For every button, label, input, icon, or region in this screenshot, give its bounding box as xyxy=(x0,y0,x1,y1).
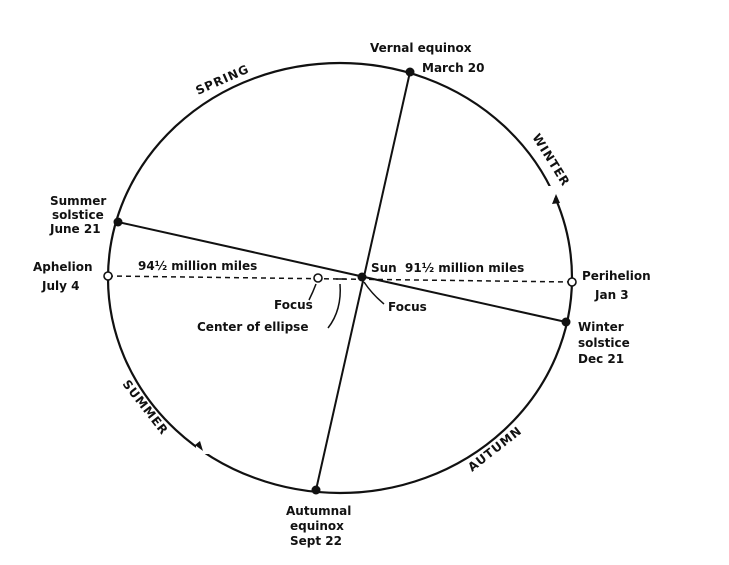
summer-solstice-point xyxy=(113,217,123,227)
center-label: Center of ellipse xyxy=(197,320,308,334)
season-summer: SUMMER xyxy=(120,377,171,437)
autumnal-label-3: Sept 22 xyxy=(290,534,342,548)
sun-point xyxy=(357,272,367,282)
perihelion-distance: 91½ million miles xyxy=(405,261,524,275)
vernal-label-2: March 20 xyxy=(422,61,485,75)
solstice-line xyxy=(117,221,567,323)
season-winter: WINTER xyxy=(529,131,572,189)
empty-focus-point xyxy=(313,273,323,283)
autumnal-label-2: equinox xyxy=(290,519,344,533)
perihelion-label-1: Perihelion xyxy=(582,269,651,283)
orbit-ellipse xyxy=(106,61,574,495)
vernal-label-1: Vernal equinox xyxy=(370,41,472,55)
season-autumn: AUTUMN xyxy=(465,424,525,475)
orbit-gap-winter xyxy=(544,186,560,198)
autumnal-label-1: Autumnal xyxy=(286,504,351,518)
winter-solstice-point xyxy=(561,317,571,327)
summer-solstice-label-3: June 21 xyxy=(49,222,101,236)
winter-solstice-label-2: solstice xyxy=(578,336,630,350)
center-pointer xyxy=(327,283,341,329)
winter-solstice-label-1: Winter xyxy=(578,320,624,334)
aphelion-label-1: Aphelion xyxy=(33,260,93,274)
sun-label: Sun xyxy=(371,261,397,275)
focus-right-pointer xyxy=(363,281,385,305)
winter-solstice-label-3: Dec 21 xyxy=(578,352,624,366)
orbit-gap-summer xyxy=(196,444,210,454)
focus-left-pointer xyxy=(308,283,317,301)
summer-solstice-label-1: Summer xyxy=(50,194,106,208)
perihelion-point xyxy=(567,277,577,287)
perihelion-label-2: Jan 3 xyxy=(594,288,629,302)
aphelion-distance: 94½ million miles xyxy=(138,259,257,273)
focus-right-label: Focus xyxy=(388,300,427,314)
vernal-equinox-point xyxy=(405,67,415,77)
autumnal-equinox-point xyxy=(311,485,321,495)
focus-left-label: Focus xyxy=(274,298,313,312)
aphelion-label-2: July 4 xyxy=(41,279,79,293)
arrow-winter-icon xyxy=(552,194,560,204)
aphelion-point xyxy=(103,271,113,281)
arrow-summer-icon xyxy=(195,441,203,451)
summer-solstice-label-2: solstice xyxy=(52,208,104,222)
